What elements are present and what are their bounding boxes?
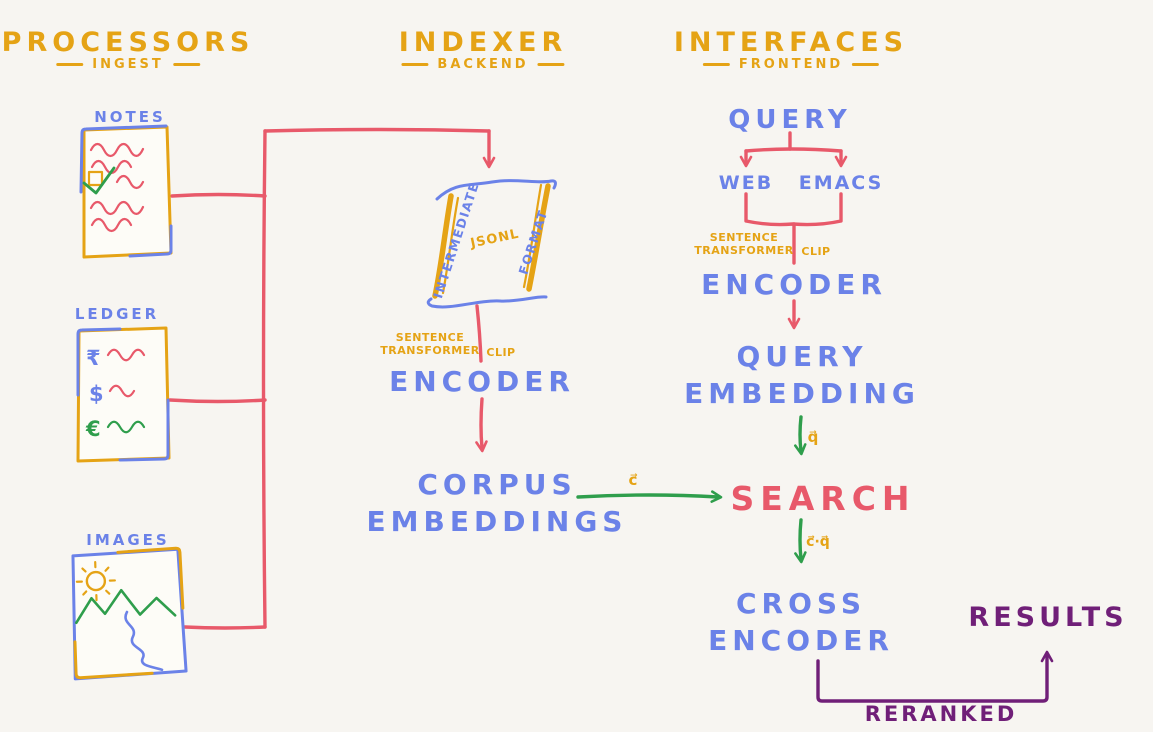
subtitle-rule-icon [537, 63, 565, 66]
jsonl-scroll [426, 179, 557, 309]
scroll-left-roll-inner [441, 196, 460, 295]
web-client-node: WEB [718, 172, 774, 194]
query-embedding-node: QUERY EMBEDDING [684, 338, 920, 412]
query-node: QUERY [728, 105, 852, 135]
column-subtitle-indexer-text: BACKEND [437, 57, 529, 72]
query-vector-edge-label: q⃗ [807, 428, 819, 446]
interfaces-model-clip-label: CLIP [801, 245, 831, 258]
ledger-scribbles-red [106, 348, 146, 398]
column-title-processors: PROCESSORS [1, 27, 255, 58]
cross-encoder-line2: ENCODER [708, 624, 894, 657]
arrow-corpus-to-search [576, 490, 723, 503]
notes-checkmark-icon [82, 166, 116, 195]
emacs-client-node: EMACS [798, 172, 884, 194]
ingest-connector-images [183, 625, 267, 630]
corpus-embeddings-line1: CORPUS [417, 468, 577, 501]
images-card [71, 546, 188, 681]
river-icon [124, 610, 164, 672]
ledger-symbol-usd: $ [89, 382, 104, 406]
ledger-card-label: LEDGER [74, 305, 160, 323]
indexer-model-label: SENTENCE TRANSFORMER [380, 331, 479, 357]
subtitle-rule-icon [702, 63, 730, 66]
interfaces-model-label: SENTENCE TRANSFORMER [694, 231, 793, 257]
corpus-embeddings-line2: EMBEDDINGS [366, 505, 628, 538]
arrow-encoder-to-corpus [475, 397, 488, 453]
subtitle-rule-icon [56, 63, 84, 66]
scroll-top-edge [435, 179, 557, 201]
query-embedding-line1: QUERY [736, 340, 868, 373]
column-subtitle-processors: INGEST [56, 57, 200, 72]
ingest-trunk [261, 129, 267, 629]
ledger-scribbles-green [106, 420, 146, 434]
reranked-edge-label: RERANKED [864, 702, 1018, 726]
ingest-connector-ledger [168, 398, 267, 404]
subtitle-rule-icon [852, 63, 880, 66]
cross-encoder-node: CROSS ENCODER [708, 585, 894, 659]
corpus-embeddings-node: CORPUS EMBEDDINGS [367, 466, 628, 540]
search-node: SEARCH [730, 479, 916, 518]
column-subtitle-interfaces-text: FRONTEND [738, 57, 844, 72]
indexer-encoder-node: ENCODER [389, 365, 575, 398]
mountains-icon [75, 588, 177, 625]
scroll-bottom-edge [426, 295, 548, 309]
notes-card [79, 124, 173, 259]
interfaces-model-line2: TRANSFORMER [694, 244, 794, 257]
sun-icon [85, 570, 107, 592]
interfaces-model-line1: SENTENCE [709, 231, 779, 244]
interfaces-encoder-node: ENCODER [701, 268, 887, 301]
ledger-card-border-accent [76, 327, 170, 462]
query-split-bar [744, 147, 843, 153]
column-subtitle-indexer: BACKEND [401, 57, 565, 72]
cross-encoder-line1: CROSS [736, 587, 866, 620]
column-subtitle-processors-text: INGEST [92, 57, 164, 72]
similarity-edge-label: c⃗·q⃗ [806, 534, 830, 550]
line-jsonl-to-encoder [475, 304, 483, 363]
scroll-right-roll [526, 183, 551, 292]
subtitle-rule-icon [401, 63, 429, 66]
sun-rays-icon [75, 561, 116, 602]
scroll-left-roll [432, 193, 454, 299]
query-embedding-line2: EMBEDDING [684, 377, 920, 410]
images-card-border [71, 547, 188, 681]
arrow-search-to-cross-encoder [794, 518, 807, 564]
subtitle-rule-icon [172, 63, 200, 66]
column-title-interfaces: INTERFACES [673, 27, 909, 58]
images-card-border-accent [73, 546, 185, 680]
indexer-model-line2: TRANSFORMER [380, 344, 480, 357]
column-title-indexer: INDEXER [398, 27, 568, 58]
indexer-model-line1: SENTENCE [395, 331, 465, 344]
corpus-vector-edge-label: c⃗ [628, 471, 638, 489]
results-node: RESULTS [968, 602, 1128, 633]
ledger-symbol-eur: € [85, 417, 101, 441]
indexer-model-clip-label: CLIP [486, 346, 516, 359]
notes-card-label: NOTES [94, 108, 166, 126]
ingest-connector-notes [170, 192, 267, 198]
ledger-card: ₹ $ € [76, 326, 171, 463]
arrow-cross-encoder-to-results [816, 650, 1054, 703]
images-card-label: IMAGES [86, 531, 170, 549]
ingest-top-run [263, 127, 491, 133]
column-subtitle-interfaces: FRONTEND [702, 57, 880, 72]
arrow-query-embedding-to-search [793, 415, 807, 456]
client-merge-bracket [744, 192, 843, 227]
ledger-symbol-inr: ₹ [86, 346, 101, 370]
notes-card-border-accent [79, 124, 173, 258]
scroll-right-roll-inner [522, 183, 543, 289]
